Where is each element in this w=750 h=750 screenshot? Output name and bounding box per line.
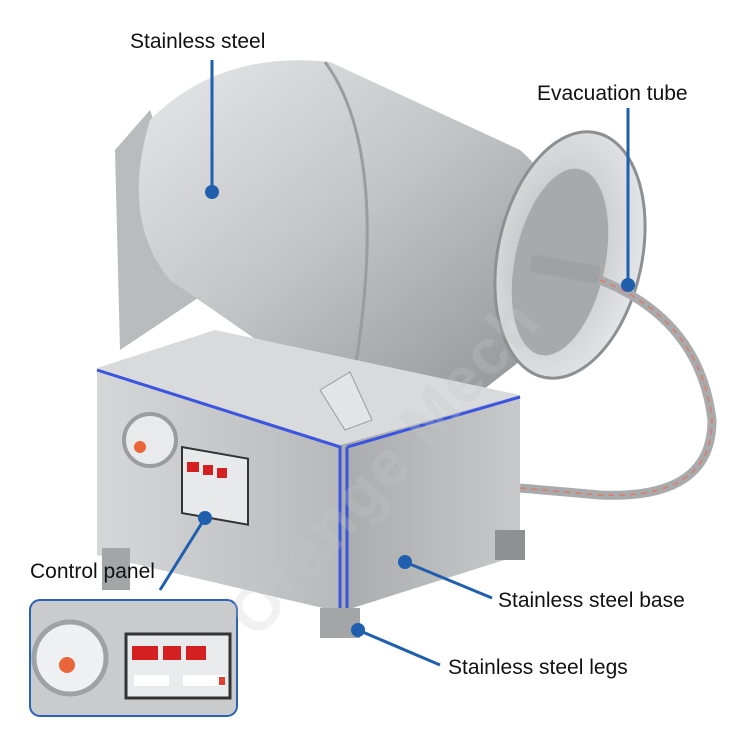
vacuum-gauge xyxy=(122,412,178,468)
label-stainless-steel-legs: Stainless steel legs xyxy=(448,656,628,679)
blue-trim xyxy=(96,368,521,612)
control-panel xyxy=(181,445,249,526)
base-side xyxy=(340,395,520,612)
label-evacuation-tube: Evacuation tube xyxy=(537,82,688,105)
display-digit xyxy=(203,465,213,475)
callout-base xyxy=(404,560,493,600)
stainless-drum xyxy=(138,60,565,401)
base-top xyxy=(97,330,520,445)
drum-pivot-bracket xyxy=(319,371,373,431)
callouts xyxy=(158,60,635,667)
gauge-knob xyxy=(134,441,146,453)
tube-fitting xyxy=(529,254,601,284)
display-digit xyxy=(187,462,199,472)
leg xyxy=(102,548,130,590)
callout-panel xyxy=(158,517,207,591)
label-stainless-steel: Stainless steel xyxy=(130,30,266,53)
control-panel-inset xyxy=(29,599,238,717)
leg xyxy=(495,530,525,560)
label-control-panel: Control panel xyxy=(30,560,155,583)
display-digit xyxy=(217,468,227,478)
drum-ring xyxy=(323,61,369,371)
label-stainless-steel-base: Stainless steel base xyxy=(498,589,685,612)
callout-legs xyxy=(357,628,441,667)
